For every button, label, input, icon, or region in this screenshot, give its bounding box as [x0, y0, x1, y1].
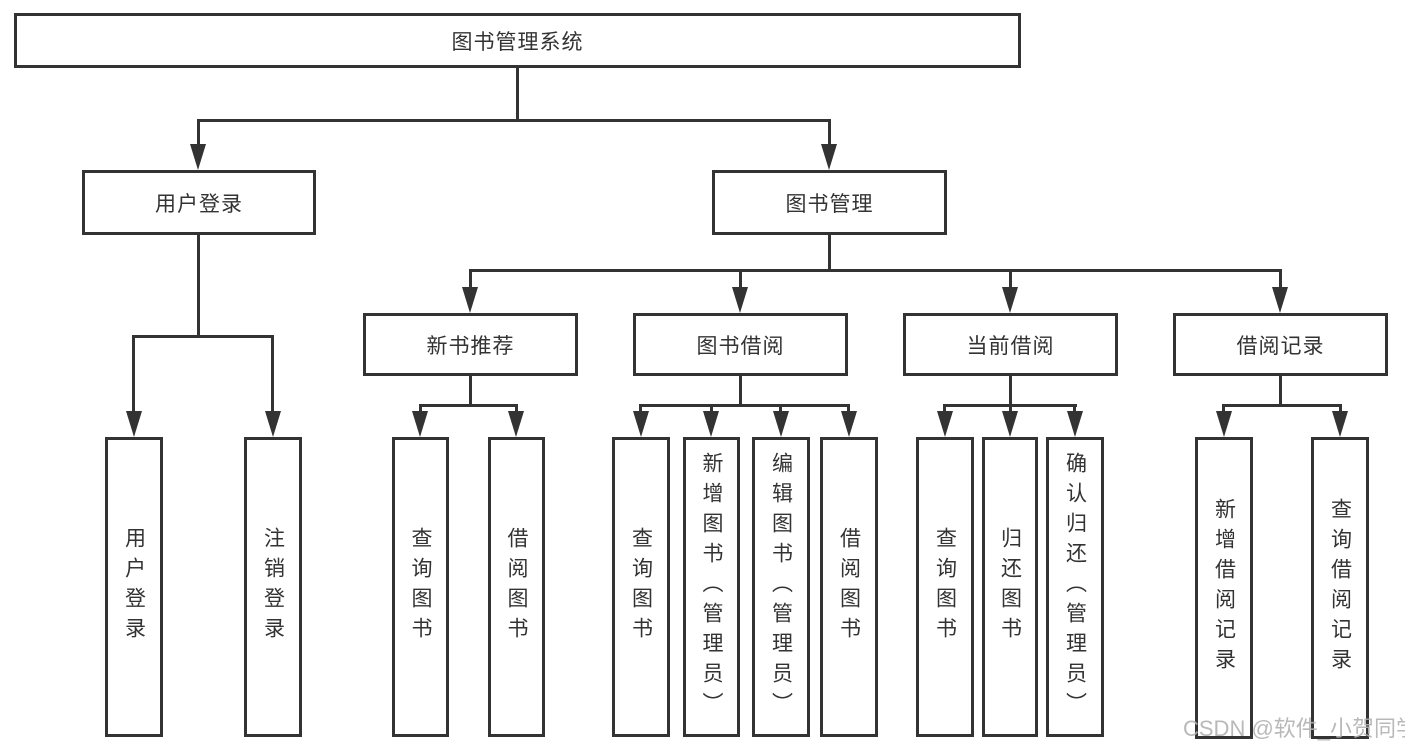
arrowhead-down-icon — [1216, 411, 1232, 437]
arrowhead-down-icon — [1067, 411, 1083, 437]
edge-line-borrow-records-branch — [1222, 404, 1342, 407]
edge-line-drop — [710, 404, 713, 414]
arrowhead-down-icon — [1272, 287, 1288, 313]
edge-line-drop — [271, 335, 274, 413]
arrowhead-down-icon — [821, 144, 837, 170]
edge-line-drop — [1009, 269, 1012, 291]
node-root-label: 图书管理系统 — [451, 30, 584, 54]
leaf-cb-return-books: 归还图书 — [982, 437, 1038, 737]
leaf-nbr-borrow-books: 借阅图书 — [488, 437, 545, 737]
node-borrow-records-label: 借阅记录 — [1236, 334, 1325, 358]
edge-line-drop — [1222, 404, 1225, 414]
node-user-login-label: 用户登录 — [155, 192, 243, 216]
leaf-cb-return-books-label: 归还图书 — [998, 527, 1022, 647]
leaf-user-login: 用户登录 — [105, 437, 163, 737]
leaf-bb-edit-books-admin-label: 编辑图书（管理员） — [769, 452, 793, 722]
leaf-cb-query-books-label: 查询图书 — [933, 527, 957, 647]
edge-line-drop — [132, 335, 135, 413]
edge-line-new-book-branch — [419, 404, 518, 407]
edge-line-root-stem — [516, 66, 519, 122]
edge-line-new-book-stem — [469, 374, 472, 407]
node-book-borrow: 图书借阅 — [633, 313, 848, 376]
edge-line-current-borrow-stem — [1009, 374, 1012, 407]
leaf-nbr-query-books-label: 查询图书 — [409, 527, 432, 647]
edge-line-drop — [639, 404, 642, 414]
leaf-bb-query-books-label: 查询图书 — [629, 527, 653, 647]
leaf-logout: 注销登录 — [244, 437, 302, 737]
node-new-book-rec-label: 新书推荐 — [426, 334, 515, 358]
leaf-br-query-record-label: 查询借阅记录 — [1328, 498, 1352, 678]
edge-line-drop — [828, 119, 831, 150]
edge-line-drop — [779, 404, 782, 414]
arrowhead-down-icon — [508, 411, 524, 437]
arrowhead-down-icon — [190, 144, 206, 170]
edge-line-user-login-stem — [197, 233, 200, 338]
node-book-mgmt: 图书管理 — [712, 170, 947, 235]
leaf-nbr-borrow-books-label: 借阅图书 — [505, 527, 528, 647]
leaf-user-login-label: 用户登录 — [122, 527, 146, 647]
arrowhead-down-icon — [773, 411, 789, 437]
edge-line-book-borrow-stem — [739, 374, 742, 407]
leaf-bb-query-books: 查询图书 — [612, 437, 670, 737]
arrowhead-down-icon — [633, 411, 649, 437]
edge-line-drop — [1009, 404, 1012, 414]
node-book-borrow-label: 图书借阅 — [696, 334, 785, 358]
edge-line-drop — [1279, 269, 1282, 291]
edge-line-level3-branch — [469, 269, 1282, 272]
node-borrow-records: 借阅记录 — [1173, 313, 1388, 376]
arrowhead-down-icon — [1002, 411, 1018, 437]
edge-line-drop — [1339, 404, 1342, 414]
leaf-br-add-record-label: 新增借阅记录 — [1212, 498, 1236, 678]
leaf-bb-borrow-books-label: 借阅图书 — [837, 527, 861, 647]
leaf-cb-confirm-return-admin-label: 确认归还（管理员） — [1063, 452, 1087, 722]
edge-line-drop — [847, 404, 850, 414]
leaf-bb-edit-books-admin: 编辑图书（管理员） — [752, 437, 810, 737]
arrowhead-down-icon — [412, 411, 428, 437]
arrowhead-down-icon — [1332, 411, 1348, 437]
node-current-borrow-label: 当前借阅 — [966, 334, 1055, 358]
edge-line-user-login-branch — [133, 335, 274, 338]
leaf-br-query-record: 查询借阅记录 — [1311, 437, 1369, 739]
leaf-bb-add-books-admin: 新增图书（管理员） — [683, 437, 740, 737]
edge-line-drop — [419, 404, 422, 414]
leaf-br-add-record: 新增借阅记录 — [1195, 437, 1253, 739]
arrowhead-down-icon — [1002, 287, 1018, 313]
edge-line-level2-branch — [197, 119, 831, 122]
arrowhead-down-icon — [126, 411, 142, 437]
edge-line-borrow-records-stem — [1279, 374, 1282, 407]
arrowhead-down-icon — [462, 287, 478, 313]
node-current-borrow: 当前借阅 — [903, 313, 1118, 376]
leaf-nbr-query-books: 查询图书 — [392, 437, 449, 737]
edge-line-book-mgmt-stem — [828, 233, 831, 272]
leaf-bb-borrow-books: 借阅图书 — [820, 437, 878, 737]
arrowhead-down-icon — [841, 411, 857, 437]
arrowhead-down-icon — [703, 411, 719, 437]
edge-line-drop — [1073, 404, 1076, 414]
node-user-login: 用户登录 — [82, 170, 316, 235]
node-root: 图书管理系统 — [14, 13, 1021, 68]
leaf-cb-query-books: 查询图书 — [916, 437, 974, 737]
watermark-text: CSDN @软件_小贺同学 — [1183, 716, 1405, 741]
edge-line-drop — [469, 269, 472, 291]
arrowhead-down-icon — [265, 411, 281, 437]
node-new-book-rec: 新书推荐 — [363, 313, 578, 376]
arrowhead-down-icon — [732, 287, 748, 313]
leaf-logout-label: 注销登录 — [261, 527, 285, 647]
leaf-cb-confirm-return-admin: 确认归还（管理员） — [1046, 437, 1104, 737]
edge-line-drop — [515, 404, 518, 414]
edge-line-book-borrow-branch — [639, 404, 850, 407]
node-book-mgmt-label: 图书管理 — [785, 192, 874, 216]
leaf-bb-add-books-admin-label: 新增图书（管理员） — [700, 452, 723, 722]
arrowhead-down-icon — [937, 411, 953, 437]
edge-line-drop — [197, 119, 200, 150]
edge-line-drop — [739, 269, 742, 291]
edge-line-drop — [943, 404, 946, 414]
